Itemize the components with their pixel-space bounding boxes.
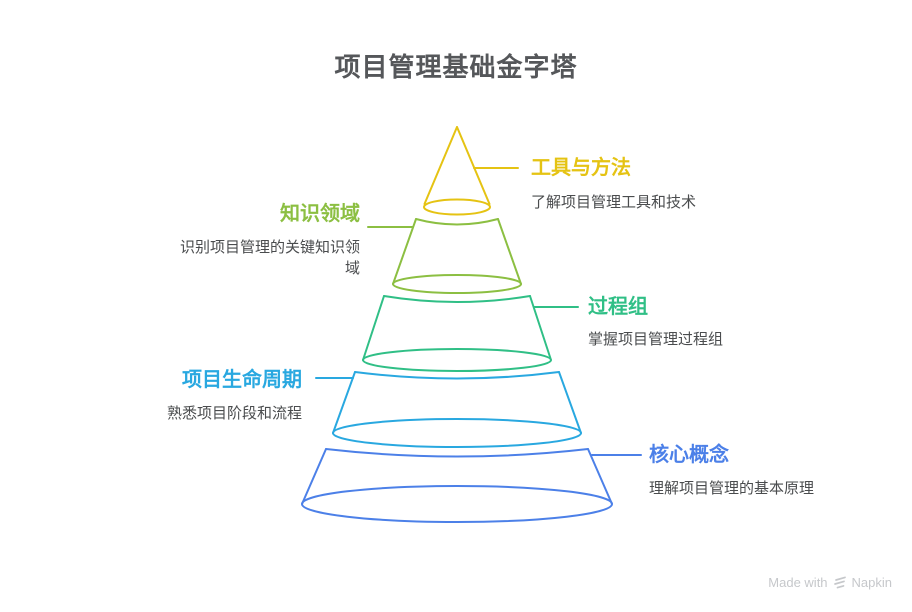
level-desc-tools: 了解项目管理工具和技术 (531, 194, 697, 211)
page-title: 项目管理基础金字塔 (334, 52, 578, 82)
napkin-watermark[interactable]: Made with Napkin (768, 575, 892, 590)
watermark-made-with-text: Made with (768, 575, 828, 590)
level-desc-process: 掌握项目管理过程组 (588, 331, 724, 348)
pyramid-level-knowledge-shape (392, 218, 522, 294)
pyramid-level-core-shape (301, 448, 613, 523)
level-desc-knowledge: 识别项目管理的关键知识领域 (179, 239, 360, 277)
napkin-logo-icon (833, 576, 847, 589)
level-desc-core: 理解项目管理的基本原理 (649, 480, 815, 497)
level-label-process: 过程组 (588, 296, 648, 318)
level-label-tools: 工具与方法 (531, 157, 631, 179)
level-label-knowledge: 知识领域 (280, 203, 360, 225)
level-label-core: 核心概念 (649, 444, 729, 466)
pyramid-level-tools-shape (423, 126, 491, 216)
pyramid-level-process-shape (362, 295, 552, 372)
pyramid-level-lifecycle-shape (332, 371, 582, 448)
level-label-lifecycle: 项目生命周期 (182, 369, 302, 391)
watermark-brand-text: Napkin (851, 575, 892, 590)
level-desc-lifecycle: 熟悉项目阶段和流程 (166, 405, 302, 422)
